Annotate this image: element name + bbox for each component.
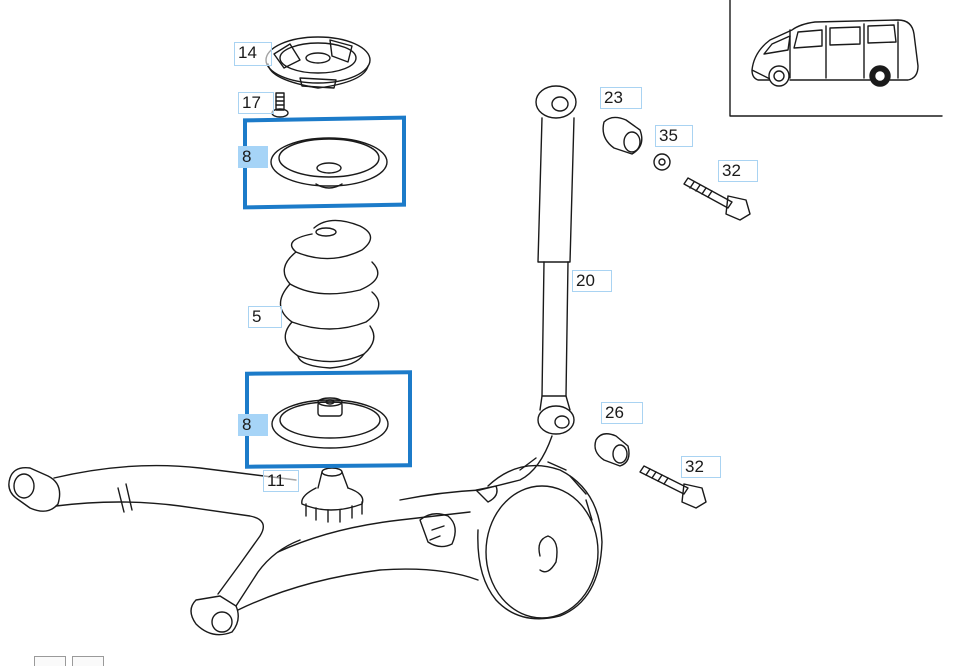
part-8-upper-spring-seat (271, 138, 387, 188)
callout-8-lower[interactable]: 8 (238, 414, 268, 436)
part-14-mount-plate (266, 37, 370, 88)
part-23-bushing (603, 117, 642, 154)
callout-20[interactable]: 20 (572, 270, 612, 292)
callout-11[interactable]: 11 (263, 470, 299, 492)
callout-23[interactable]: 23 (600, 87, 642, 109)
part-5-coil-spring (280, 220, 378, 368)
callout-8-upper[interactable]: 8 (238, 146, 268, 168)
brake-drum (420, 458, 602, 619)
callout-17[interactable]: 17 (238, 92, 274, 114)
part-11-bump-stop (302, 468, 363, 522)
callout-26[interactable]: 26 (601, 402, 643, 424)
part-26-bushing (595, 434, 629, 466)
callout-32-upper[interactable]: 32 (718, 160, 758, 182)
page-tab-1[interactable] (34, 656, 66, 666)
van-icon (752, 20, 918, 86)
callout-35[interactable]: 35 (655, 125, 693, 147)
selection-frame-lower-seat (245, 370, 412, 469)
callout-14[interactable]: 14 (234, 42, 272, 66)
callout-32-lower[interactable]: 32 (681, 456, 721, 478)
part-32-lower-bolt (640, 466, 706, 508)
part-8-lower-spring-seat (272, 398, 388, 448)
callout-5[interactable]: 5 (248, 306, 282, 328)
part-17-bolt (272, 93, 288, 117)
part-35-washer (654, 154, 670, 170)
part-20-shock-absorber (536, 86, 576, 434)
rear-axle-trailing-arm (9, 436, 552, 635)
page-tab-2[interactable] (72, 656, 104, 666)
vehicle-thumbnail (730, 0, 942, 116)
part-32-upper-bolt (684, 178, 750, 220)
